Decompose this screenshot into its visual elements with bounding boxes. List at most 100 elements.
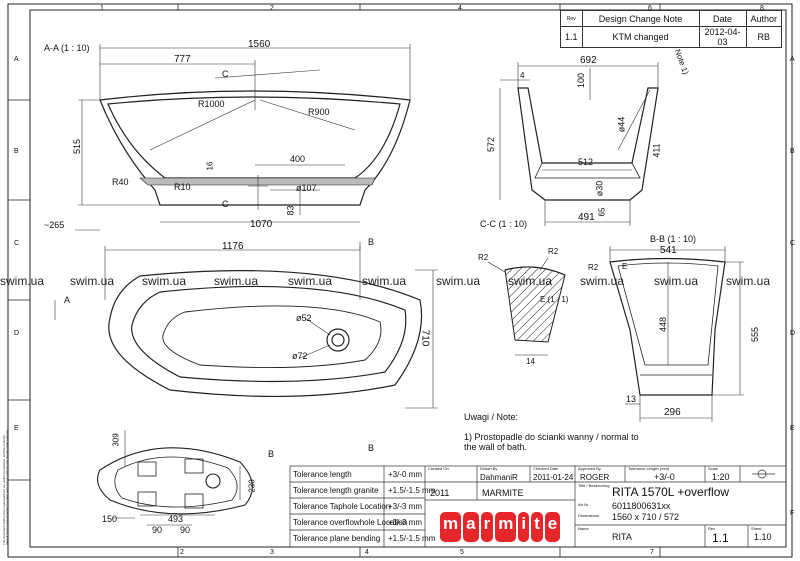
- dim-label: 1070: [250, 219, 273, 230]
- top-view-outline: [108, 270, 423, 398]
- col-label: 5: [460, 549, 464, 556]
- dim-label: ø107: [296, 183, 317, 193]
- row-label: D: [790, 330, 796, 337]
- watermark: swim.ua: [0, 274, 45, 288]
- logo-letter: a: [463, 512, 479, 542]
- col-label: 6: [648, 5, 652, 12]
- dim-label: 541: [660, 245, 677, 256]
- dim-label: ø72: [292, 351, 308, 361]
- tolerance-label: Tolerance Taphole Location: [293, 502, 391, 511]
- section-marker: B: [368, 237, 375, 247]
- col-label: 4: [458, 5, 462, 12]
- dim-label: R2: [478, 253, 489, 262]
- title-block-grid: [289, 465, 787, 548]
- dim-label: 14: [526, 357, 535, 366]
- logo-letter: m: [495, 512, 517, 542]
- tb-header: Approved By: [578, 466, 601, 471]
- watermark: swim.ua: [362, 274, 407, 288]
- dim-label: 777: [174, 54, 191, 65]
- col-label: 1: [100, 5, 104, 12]
- detail-marker: E: [622, 262, 628, 271]
- dim-label: R40: [112, 177, 129, 187]
- col-label: 2: [270, 5, 274, 12]
- dim-label: 90: [180, 525, 191, 535]
- row-label: F: [790, 510, 795, 517]
- dim-label: 400: [290, 154, 306, 164]
- tolerance-value: +1.5/-1.5 mm: [388, 534, 436, 543]
- dim-label: 491: [578, 212, 595, 223]
- bottom-view-dims: [112, 430, 241, 526]
- col-label: 2: [180, 549, 184, 556]
- row-label: C: [14, 240, 20, 247]
- section-bb-title: B-B (1 : 10): [650, 234, 697, 244]
- dim-label: 16: [205, 161, 215, 171]
- tb-header: Checked Date: [533, 466, 559, 471]
- watermark: swim.ua: [70, 274, 115, 288]
- sheet-number: 1.10: [754, 532, 772, 542]
- col-label: 7: [650, 549, 654, 556]
- tb-header: Tolerance Length (mm): [628, 466, 670, 471]
- watermark: swim.ua: [726, 274, 771, 288]
- section-aa-outline: [99, 90, 411, 206]
- dimensions: 1560 x 710 / 572: [612, 512, 680, 522]
- watermark: swim.ua: [214, 274, 259, 288]
- section-marker: A: [64, 295, 71, 305]
- date-cell: 2012-04-03: [698, 26, 747, 48]
- dim-label: 512: [578, 157, 594, 167]
- rev-cell: 1.1: [560, 26, 583, 48]
- section-aa-title: A-A (1 : 10): [44, 43, 90, 53]
- created-year: 2011: [430, 488, 450, 498]
- dim-label: 710: [419, 329, 431, 347]
- dim-label: 555: [750, 326, 761, 343]
- dim-label: 13: [626, 394, 637, 404]
- row-label: B: [14, 148, 19, 155]
- company: MARMITE: [482, 488, 524, 498]
- logo-letter: m: [440, 512, 462, 542]
- dim-label: 692: [580, 55, 597, 66]
- rev-header: Rev: [560, 10, 583, 27]
- dim-label: 572: [486, 136, 497, 153]
- tb-header: Title / Beskrivning: [578, 483, 610, 488]
- revision-row: 1.1 KTM changed 2012-04-03 RB: [560, 26, 783, 48]
- logo-letter: r: [480, 512, 494, 542]
- revision-header-row: Rev Design Change Note Date Author: [560, 10, 783, 27]
- dim-label: 150: [102, 514, 118, 524]
- drawing-title: RITA 1570L +overflow: [612, 485, 730, 499]
- section-cc-dims: [499, 62, 659, 226]
- tb-header: Rev: [708, 526, 716, 531]
- outer-frame: [7, 3, 793, 558]
- dim-label: R1000: [198, 99, 225, 109]
- col-label: 8: [760, 5, 764, 12]
- note-line-2: the wall of bath.: [464, 442, 528, 452]
- dim-label: 230: [247, 479, 257, 493]
- watermark: swim.ua: [508, 274, 553, 288]
- logo-letter: t: [531, 512, 543, 542]
- watermark: swim.ua: [288, 274, 333, 288]
- tolerance-value: +3/-3 mm: [388, 502, 423, 511]
- dim-label: ø52: [296, 313, 312, 323]
- dim-label: 515: [72, 138, 83, 155]
- change-note-cell: KTM changed: [581, 26, 700, 48]
- tolerance-label: Tolerance overflowhole Location: [293, 518, 408, 527]
- watermark: swim.ua: [580, 274, 625, 288]
- tb-header: Sheet: [751, 526, 762, 531]
- author-cell: RB: [745, 26, 783, 48]
- dim-label: 4: [520, 71, 525, 80]
- checked-date: 2011-01-24: [533, 473, 574, 482]
- row-label: A: [14, 56, 19, 63]
- col-label: 3: [270, 549, 274, 556]
- date-header: Date: [698, 10, 747, 27]
- dim-label: 448: [658, 316, 669, 333]
- dim-label: 100: [576, 72, 587, 89]
- tb-header: Scale: [708, 466, 719, 471]
- row-label: A: [790, 56, 795, 63]
- dim-label: ~265: [44, 220, 65, 230]
- tb-header: Drawn By: [480, 466, 498, 471]
- tb-header: Dimensions: [578, 513, 599, 518]
- dim-label: 90: [152, 525, 163, 535]
- dim-label: 65: [597, 207, 607, 217]
- dim-label: 411: [651, 143, 662, 158]
